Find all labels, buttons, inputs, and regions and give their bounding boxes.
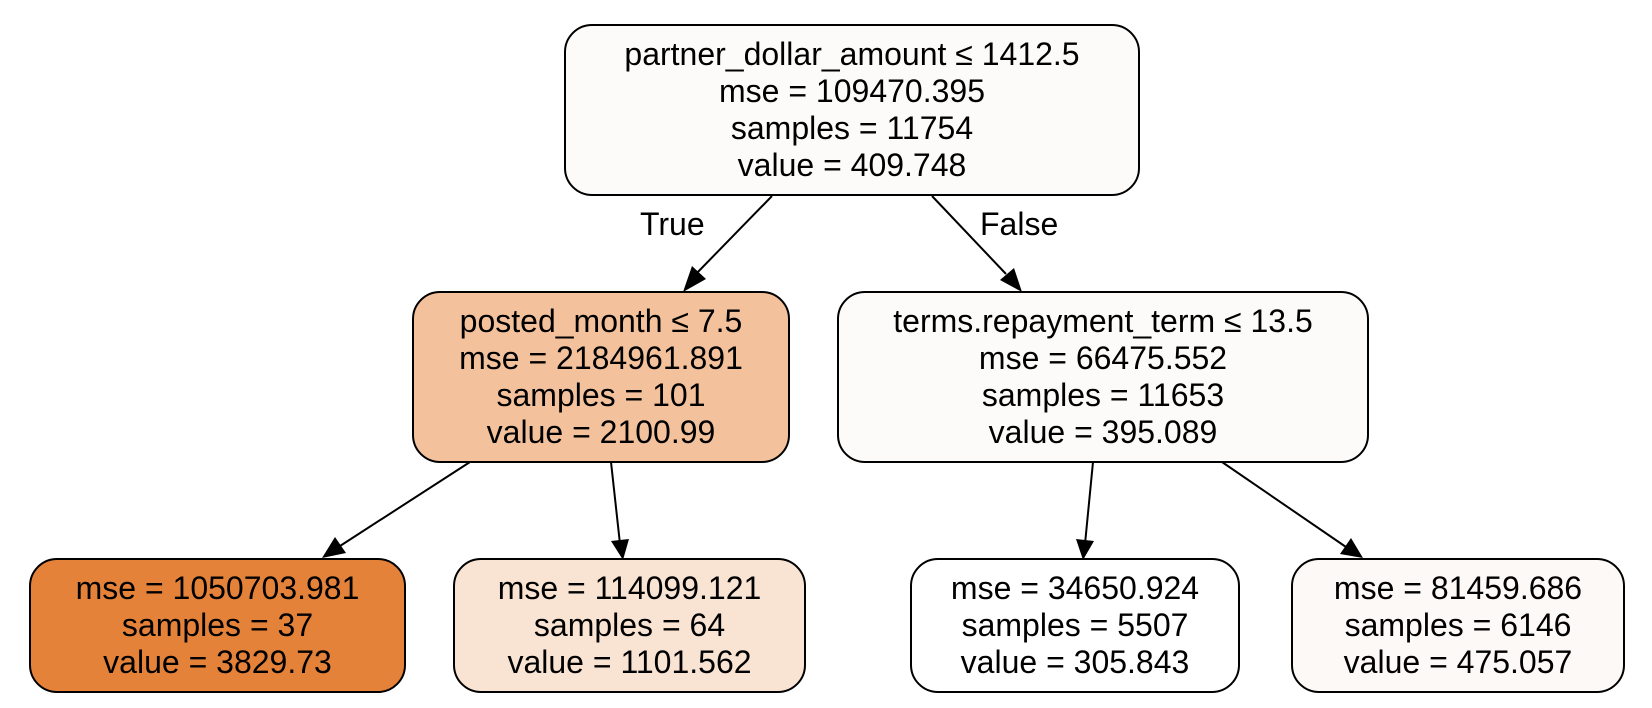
tree-node-left: posted_month ≤ 7.5 mse = 2184961.891 sam… [412, 291, 790, 463]
tree-leaf-rr: mse = 81459.686 samples = 6146 value = 4… [1291, 558, 1625, 693]
edge-right-to-rl [1076, 461, 1094, 560]
node-samples: samples = 11754 [730, 110, 974, 146]
node-mse: mse = 66475.552 [978, 340, 1228, 376]
node-samples: samples = 11653 [981, 377, 1225, 413]
edge-right-to-rr [1221, 461, 1363, 558]
node-value: value = 475.057 [1343, 644, 1573, 680]
edge-label-true: True [640, 206, 705, 242]
node-mse: mse = 34650.924 [950, 570, 1200, 606]
node-split-condition: partner_dollar_amount ≤ 1412.5 [624, 36, 1080, 72]
edge-left-to-ll [322, 461, 471, 558]
edge-root-to-left [683, 195, 773, 292]
node-samples: samples = 101 [496, 377, 706, 413]
tree-node-root: partner_dollar_amount ≤ 1412.5 mse = 109… [564, 24, 1140, 196]
node-mse: mse = 109470.395 [719, 73, 985, 109]
node-value: value = 305.843 [960, 644, 1190, 680]
node-split-condition: terms.repayment_term ≤ 13.5 [893, 303, 1313, 339]
edge-root-to-right [931, 195, 1022, 292]
node-samples: samples = 37 [121, 607, 314, 643]
node-samples: samples = 5507 [961, 607, 1189, 643]
node-mse: mse = 81459.686 [1333, 570, 1583, 606]
node-samples: samples = 6146 [1344, 607, 1572, 643]
node-value: value = 395.089 [988, 414, 1218, 450]
node-mse: mse = 114099.121 [497, 570, 762, 606]
node-mse: mse = 1050703.981 [75, 570, 360, 606]
edge-label-false: False [980, 206, 1059, 242]
node-value: value = 1101.562 [507, 644, 752, 680]
node-value: value = 3829.73 [103, 644, 332, 680]
edge-left-to-lr [610, 461, 629, 560]
tree-node-right: terms.repayment_term ≤ 13.5 mse = 66475.… [837, 291, 1369, 463]
node-samples: samples = 64 [533, 607, 726, 643]
tree-leaf-lr: mse = 114099.121 samples = 64 value = 11… [453, 558, 806, 693]
node-value: value = 2100.99 [486, 414, 716, 450]
tree-leaf-ll: mse = 1050703.981 samples = 37 value = 3… [29, 558, 406, 693]
node-value: value = 409.748 [737, 147, 967, 183]
tree-leaf-rl: mse = 34650.924 samples = 5507 value = 3… [910, 558, 1240, 693]
node-mse: mse = 2184961.891 [459, 340, 743, 376]
node-split-condition: posted_month ≤ 7.5 [459, 303, 743, 339]
